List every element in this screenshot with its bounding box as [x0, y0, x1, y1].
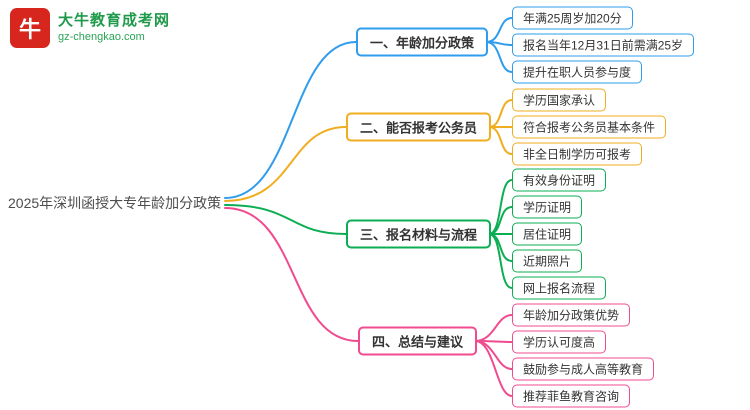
- site-logo: 牛 大牛教育成考网 gz-chengkao.com: [10, 8, 170, 48]
- branch-summary-suggestions: 四、总结与建议: [358, 326, 478, 356]
- leaf-recommend-consulting: 推荐菲鱼教育咨询: [512, 384, 631, 408]
- leaf-residence-proof: 居住证明: [512, 222, 583, 246]
- leaf-online-registration: 网上报名流程: [512, 276, 607, 300]
- leaf-state-recognized: 学历国家承认: [512, 88, 607, 112]
- leaf-encourage-adult-edu: 鼓励参与成人高等教育: [512, 357, 655, 381]
- branch-civil-servant-exam: 二、能否报考公务员: [346, 112, 492, 142]
- leaf-worker-participation: 提升在职人员参与度: [512, 60, 643, 84]
- leaf-parttime-degree-ok: 非全日制学历可报考: [512, 142, 643, 166]
- leaf-age-25-bonus-20: 年满25周岁加20分: [512, 6, 633, 30]
- leaf-degree-recognition: 学历认可度高: [512, 330, 607, 354]
- leaf-id-proof: 有效身份证明: [512, 168, 607, 192]
- logo-domain-text: gz-chengkao.com: [58, 30, 145, 43]
- branch-materials-process: 三、报名材料与流程: [346, 219, 492, 249]
- leaf-recent-photo: 近期照片: [512, 249, 583, 273]
- leaf-exam-basic-conditions: 符合报考公务员基本条件: [512, 115, 667, 139]
- bull-logo-icon: 牛: [10, 8, 50, 48]
- leaf-education-proof: 学历证明: [512, 195, 583, 219]
- leaf-age-deadline: 报名当年12月31日前需满25岁: [512, 33, 695, 57]
- central-topic: 2025年深圳函授大专年龄加分政策: [8, 195, 222, 211]
- leaf-policy-advantage: 年龄加分政策优势: [512, 303, 631, 327]
- logo-brand-text: 大牛教育成考网: [58, 11, 171, 29]
- branch-age-bonus-policy: 一、年龄加分政策: [356, 27, 489, 57]
